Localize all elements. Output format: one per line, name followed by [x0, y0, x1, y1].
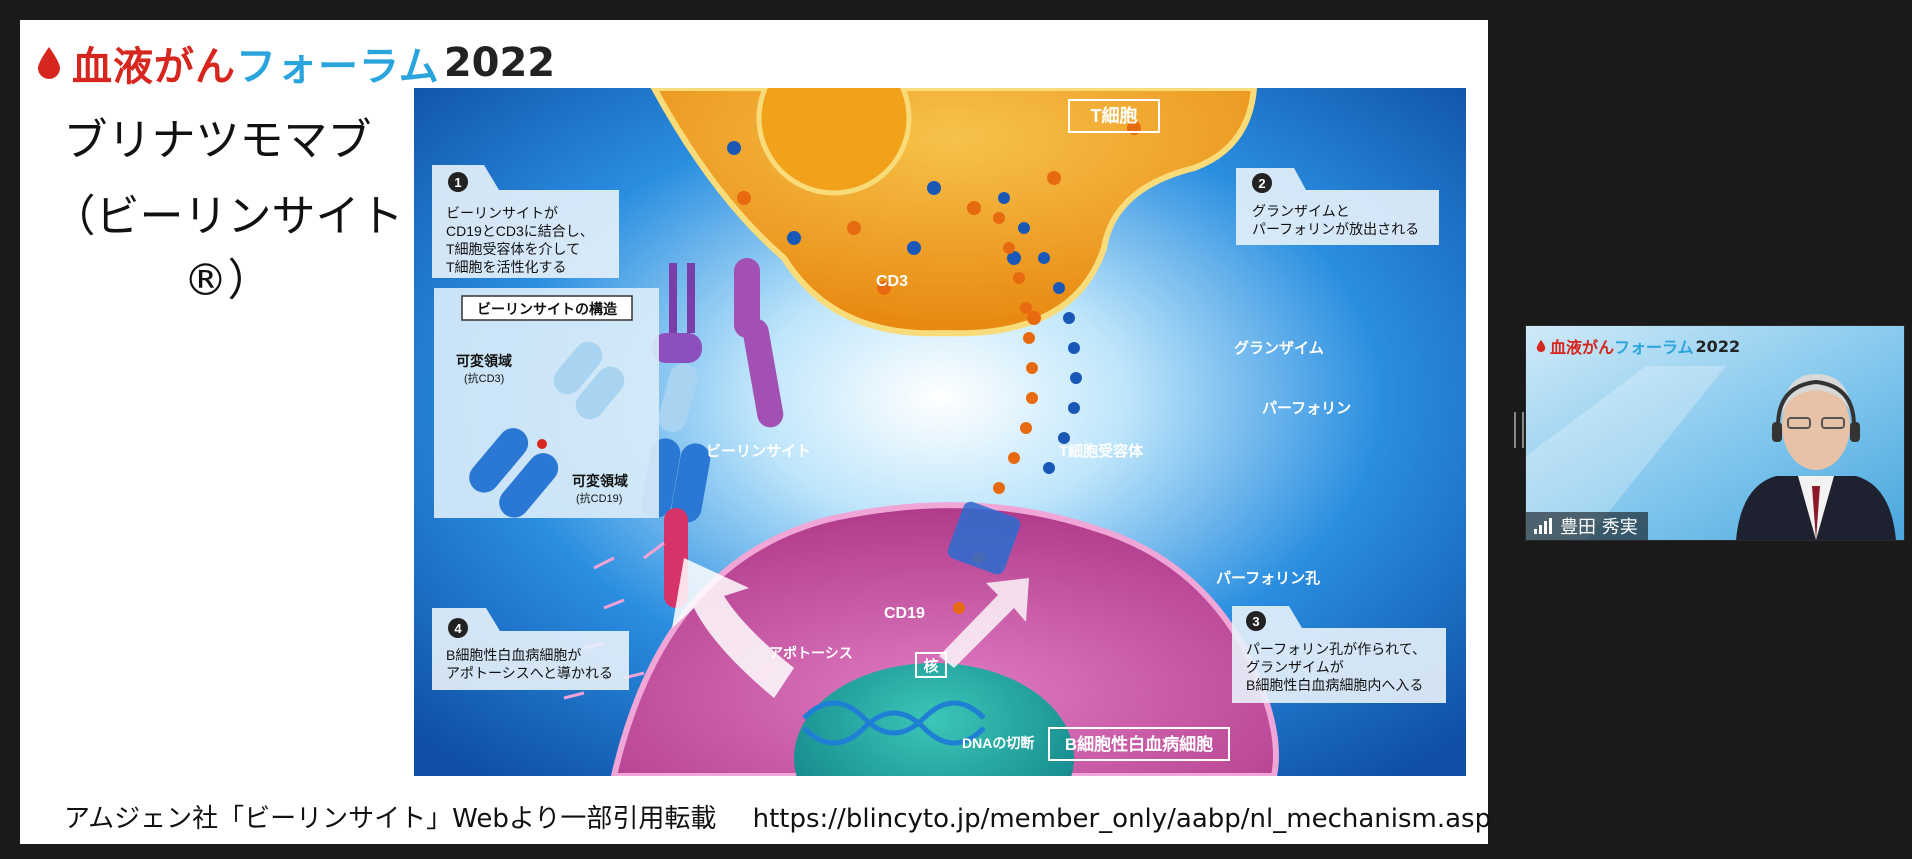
b-cell-label-box — [1048, 727, 1230, 761]
granzyme-entry-arrow — [939, 578, 1029, 668]
step-4-number: 4 — [454, 621, 462, 636]
step-1-line-2: CD19とCD3に結合し、 — [446, 223, 594, 239]
mechanism-figure: T細胞 CD3 CD19 ビーリンサイト T細胞受容体 グランザイム パーフォリ… — [414, 88, 1466, 776]
credit-url: https://blincyto.jp/member_only/aabp/nl_… — [752, 804, 1492, 834]
drug-brand: （ビーリンサイト®） — [51, 191, 404, 306]
t-cell-label-box — [1068, 99, 1160, 133]
step-2-line-2: パーフォリンが放出される — [1252, 221, 1419, 237]
drug-name: ブリナツモマブ — [63, 115, 372, 166]
variable-region-1-sub: (抗CD3) — [464, 371, 504, 385]
perforin-label: パーフォリン — [1262, 400, 1351, 417]
tcr-label: T細胞受容体 — [1059, 442, 1144, 460]
step-2-box: 2 グランザイムと パーフォリンが放出される — [1236, 168, 1439, 245]
participant-name-bar: 豊田 秀実 — [1526, 512, 1648, 540]
tile-logo-red: 血液がん — [1550, 338, 1615, 357]
speaker-silhouette — [1736, 374, 1896, 540]
blincyto-complex — [641, 258, 784, 608]
apoptosis-arrow — [672, 558, 794, 698]
logo-text-red: 血液がん — [72, 44, 236, 90]
nucleus-label: 核 — [923, 657, 938, 675]
step-4-box: 4 B細胞性白血病細胞が アポトーシスへと導かれる — [432, 608, 629, 690]
step-1-line-4: T細胞を活性化する — [446, 259, 567, 275]
video-background — [1526, 326, 1904, 540]
step-3-line-2: グランザイムが — [1246, 659, 1344, 675]
t-cell-label: T細胞 — [1091, 105, 1138, 126]
participant-name: 豊田 秀実 — [1560, 517, 1638, 538]
step-1-line-3: T細胞受容体を介して — [446, 241, 580, 257]
b-cell-label: B細胞性白血病細胞 — [1065, 734, 1213, 754]
step-1-line-1: ビーリンサイトが — [446, 205, 558, 221]
tile-logo-blue: フォーラム — [1614, 338, 1694, 357]
logo-text-blue: フォーラム — [236, 44, 440, 90]
perforin-pore-shape — [947, 501, 1021, 575]
step-2-line-1: グランザイムと — [1252, 203, 1350, 219]
step-4-line-1: B細胞性白血病細胞が — [446, 647, 581, 663]
credit-text: アムジェン社「ビーリンサイト」Webより一部引用転載 — [64, 804, 717, 834]
apoptosis-label: アポトーシス — [769, 645, 853, 661]
t-cell-granules — [727, 121, 1141, 325]
shared-slide: 血液がん フォーラム 2022 ブリナツモマブ （ビーリンサイト®） — [20, 20, 1491, 844]
tile-forum-logo: 血液がん フォーラム 2022 — [1536, 334, 1740, 358]
source-credit: アムジェン社「ビーリンサイト」Webより一部引用転載 https://blinc… — [64, 798, 1491, 835]
t-cell-nucleus — [756, 88, 912, 196]
variable-region-2-sub: (抗CD19) — [576, 491, 622, 505]
blincyto-label: ビーリンサイト — [706, 443, 811, 460]
dna-cut-label: DNAの切断 — [962, 735, 1034, 751]
perforin-stream — [998, 192, 1082, 474]
tile-logo-year: 2022 — [1695, 336, 1741, 356]
step-4-line-2: アポトーシスへと導かれる — [446, 665, 613, 681]
step-3-line-1: パーフォリン孔が作られて、 — [1246, 641, 1426, 657]
variable-region-2: 可変領域 — [572, 473, 628, 489]
step-3-number: 3 — [1252, 614, 1259, 629]
step-3-box: 3 パーフォリン孔が作られて、 グランザイムが B細胞性白血病細胞内へ入る — [1232, 606, 1446, 703]
blood-drop-icon — [38, 47, 60, 79]
structure-inset: ビーリンサイトの構造 可変領域 (抗CD3) 可変領域 (抗CD19) — [434, 288, 659, 518]
forum-logo: 血液がん フォーラム 2022 — [36, 38, 556, 90]
step-1-box: 1 ビーリンサイトが CD19とCD3に結合し、 T細胞受容体を介して T細胞を… — [432, 165, 619, 278]
blood-drop-icon — [1536, 339, 1546, 353]
participant-video-tile[interactable]: 血液がん フォーラム 2022 豊田 秀実 — [1525, 325, 1905, 541]
dna-helix-shape — [802, 700, 986, 746]
resize-handle[interactable] — [1514, 412, 1524, 448]
granzyme-label: グランザイム — [1234, 339, 1324, 357]
step-1-number: 1 — [454, 175, 461, 190]
structure-title: ビーリンサイトの構造 — [477, 301, 617, 317]
variable-region-1: 可変領域 — [456, 353, 512, 369]
nucleus-label-box — [915, 652, 947, 678]
step-2-number: 2 — [1258, 176, 1265, 191]
b-cell-nucleus — [794, 663, 1074, 776]
step-3-line-3: B細胞性白血病細胞内へ入る — [1246, 677, 1423, 693]
cd3-label: CD3 — [876, 273, 908, 290]
signal-strength-icon — [1534, 518, 1552, 534]
perforin-pore-label: パーフォリン孔 — [1216, 570, 1320, 587]
cd19-label: CD19 — [884, 605, 925, 622]
logo-year: 2022 — [443, 40, 556, 86]
